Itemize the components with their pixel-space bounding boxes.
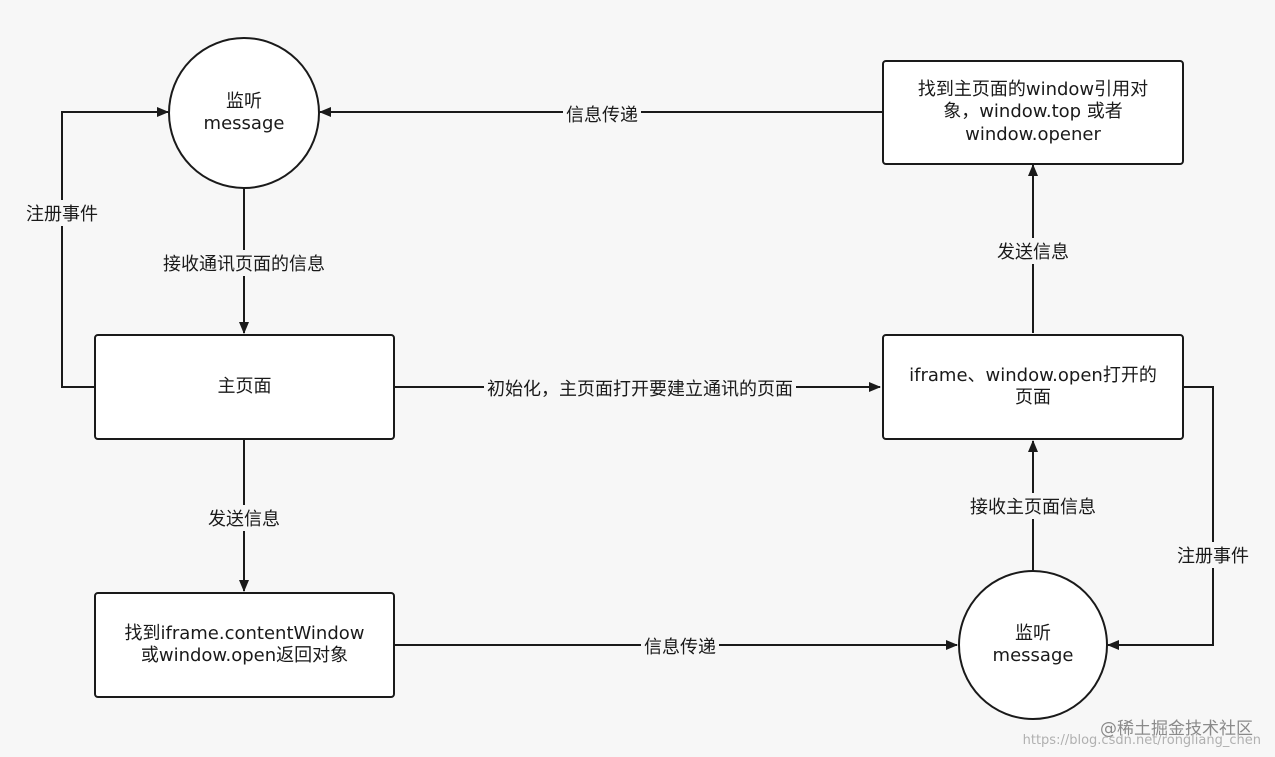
watermark-url: https://blog.csdn.net/rongliang_chen [1022,733,1261,748]
node-listen-message-left-line2: message [203,113,285,134]
node-listen-message-right-line1: 监听 [1015,622,1051,644]
edge-register-left [61,107,169,388]
node-find-window-ref-line1: 找到主页面的window引用对 [917,78,1149,100]
node-find-window-ref-line3: window.opener [965,123,1101,145]
edge-label-register-right: 注册事件 [1174,542,1252,568]
edge-label-receive-main-info: 接收主页面信息 [967,493,1099,519]
node-listen-message-right-line2: message [992,645,1074,666]
node-main-page-label: 主页面 [217,375,272,397]
watermark-brand: @稀土掘金技术社区 [1100,719,1253,739]
node-find-content-window-line2: 或window.open返回对象 [140,645,349,666]
node-find-window-ref-line2: 象，window.top 或者 [943,101,1123,123]
node-find-window-ref: 找到主页面的window引用对 象，window.top 或者 window.o… [882,60,1184,165]
edge-label-send-info-right: 发送信息 [994,238,1072,264]
node-listen-message-left-line1: 监听 [226,90,262,112]
node-listen-message-left: 监听 message [168,37,320,189]
edge-label-receive-comm-info: 接收通讯页面的信息 [160,250,328,276]
edge-label-transfer-top: 信息传递 [563,101,641,127]
node-main-page: 主页面 [94,334,395,440]
node-opened-page: iframe、window.open打开的 页面 [882,334,1184,440]
edge-register-right [1107,386,1214,650]
node-opened-page-line1: iframe、window.open打开的 [909,364,1157,386]
node-find-content-window: 找到iframe.contentWindow 或window.open返回对象 [94,592,395,698]
node-opened-page-line2: 页面 [1014,387,1051,408]
edge-label-send-info-left: 发送信息 [205,505,283,531]
node-listen-message-right: 监听 message [958,570,1108,720]
node-find-content-window-line1: 找到iframe.contentWindow [124,622,365,644]
edge-label-transfer-bottom: 信息传递 [641,633,719,659]
edge-label-init-open: 初始化，主页面打开要建立通讯的页面 [484,375,796,401]
edge-label-register-left: 注册事件 [23,200,101,226]
